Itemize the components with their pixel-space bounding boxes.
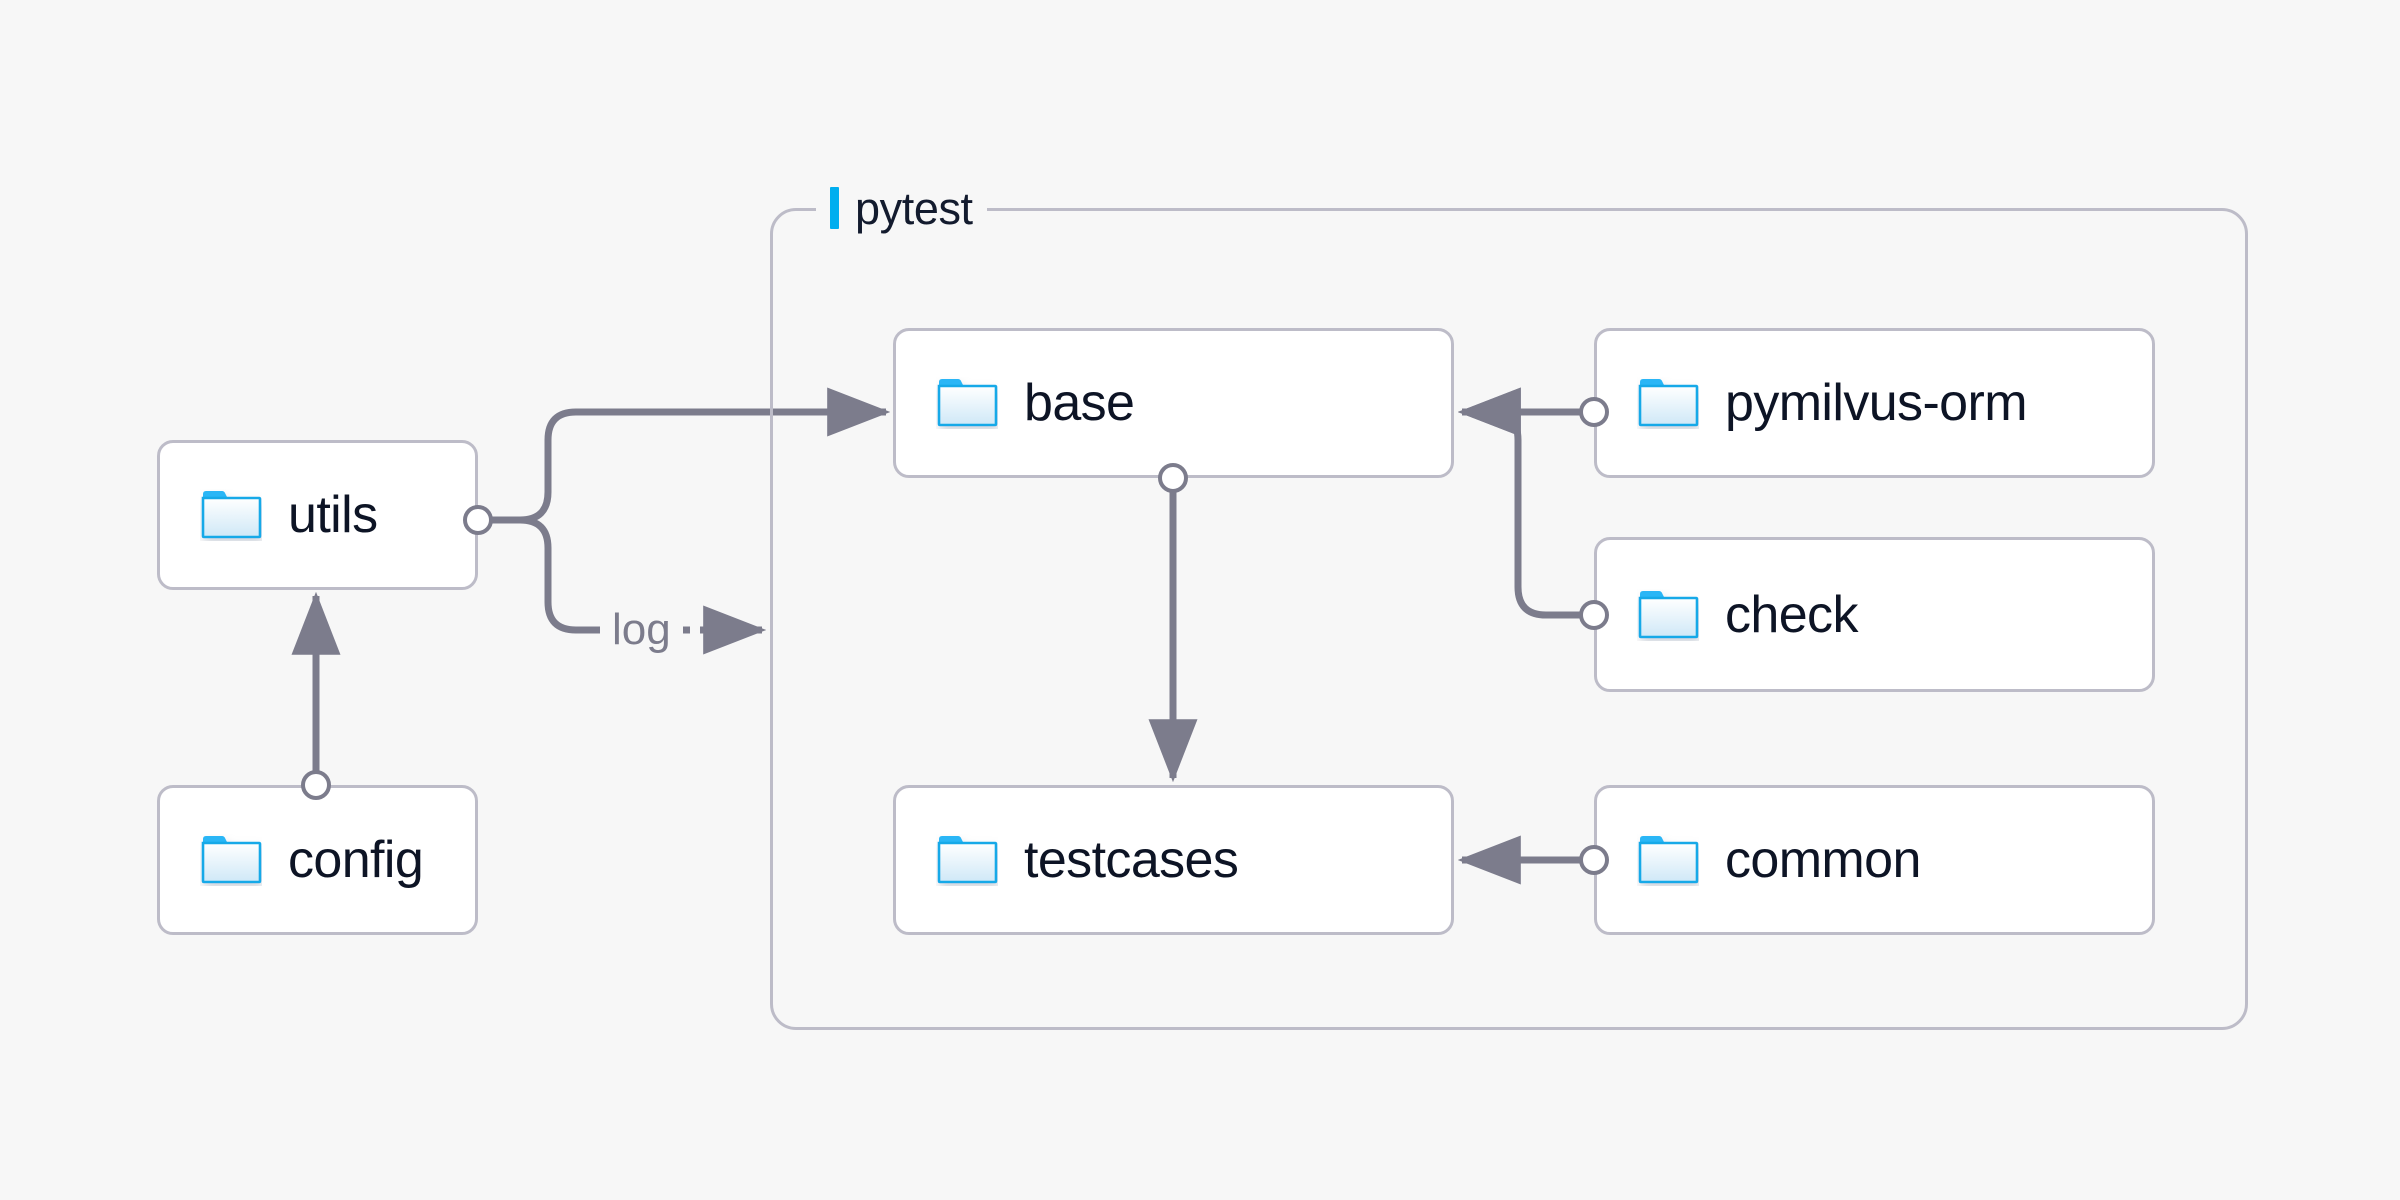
folder-icon xyxy=(201,836,262,884)
node-check[interactable]: check xyxy=(1594,537,2155,692)
group-pytest-label-text: pytest xyxy=(855,182,973,234)
node-utils[interactable]: utils xyxy=(157,440,478,590)
port-utils-right[interactable] xyxy=(463,505,493,535)
group-pytest-label: pytest xyxy=(816,181,987,235)
folder-icon xyxy=(1638,836,1699,884)
node-utils-label: utils xyxy=(288,486,378,544)
port-config-top[interactable] xyxy=(301,770,331,800)
node-config-label: config xyxy=(288,831,424,889)
edge-label-log: log xyxy=(600,608,683,652)
node-testcases-label: testcases xyxy=(1024,831,1239,889)
node-check-label: check xyxy=(1725,585,1858,644)
node-base-label: base xyxy=(1024,374,1135,432)
node-common-label: common xyxy=(1725,831,1921,889)
node-common[interactable]: common xyxy=(1594,785,2155,935)
group-pytest[interactable] xyxy=(770,208,2248,1030)
folder-icon xyxy=(937,836,998,884)
group-accent-bar xyxy=(830,187,839,229)
port-pymilvus-orm-left[interactable] xyxy=(1579,397,1609,427)
folder-icon xyxy=(1638,590,1699,638)
port-check-left[interactable] xyxy=(1579,600,1609,630)
folder-icon xyxy=(201,491,262,539)
port-base-bottom[interactable] xyxy=(1158,463,1188,493)
node-pymilvus-orm[interactable]: pymilvus-orm xyxy=(1594,328,2155,478)
folder-icon xyxy=(937,379,998,427)
node-config[interactable]: config xyxy=(157,785,478,935)
port-common-left[interactable] xyxy=(1579,845,1609,875)
node-pymilvus-orm-label: pymilvus-orm xyxy=(1725,374,2028,432)
node-base[interactable]: base xyxy=(893,328,1454,478)
node-testcases[interactable]: testcases xyxy=(893,785,1454,935)
folder-icon xyxy=(1638,379,1699,427)
